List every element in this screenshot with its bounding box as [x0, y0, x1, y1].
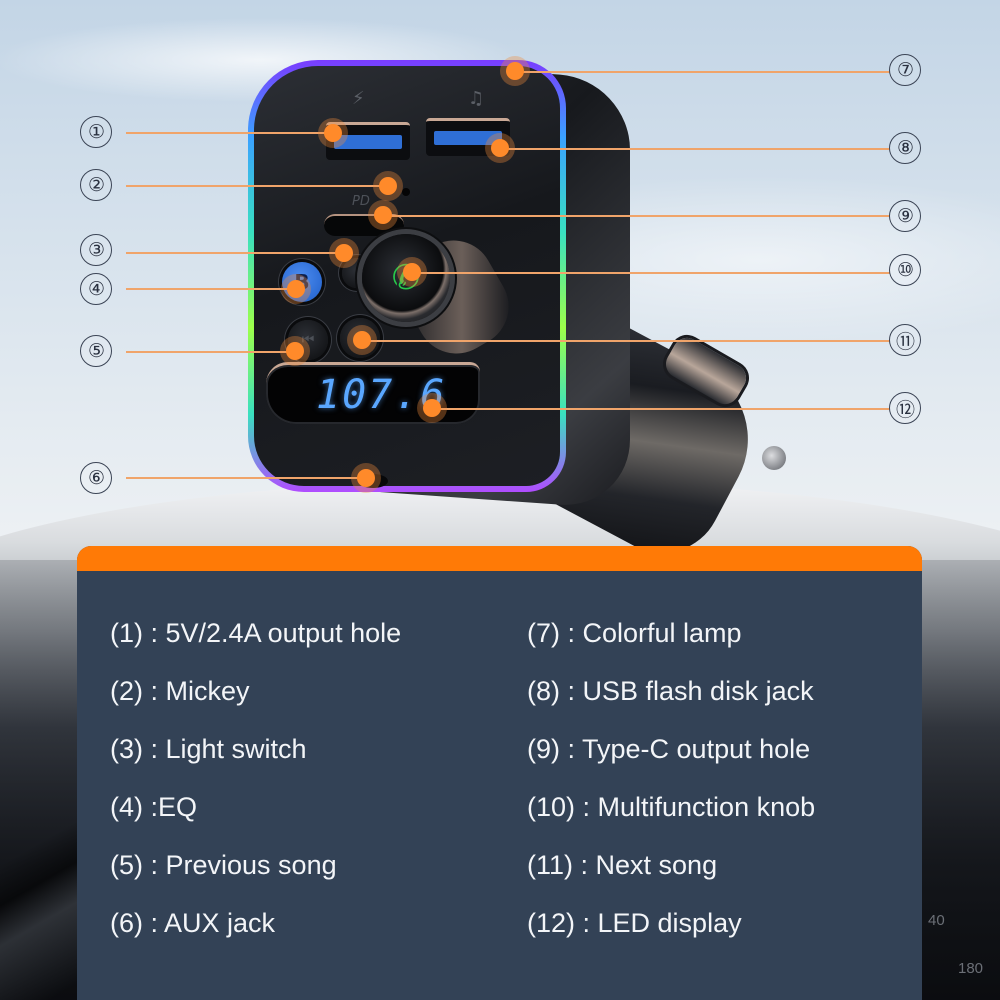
callout-dot-10: [403, 263, 421, 281]
pd-label: PD: [352, 194, 370, 209]
gauge-number-40: 40: [928, 912, 945, 929]
callout-line-5: [126, 351, 296, 353]
legend-item-6: (6) : AUX jack: [110, 908, 276, 938]
legend-column-left: (1) : 5V/2.4A output hole (2) : Mickey (…: [110, 620, 401, 984]
type-c-port: [324, 214, 404, 236]
callout-number-8: ⑧: [889, 132, 921, 164]
callout-line-12: [432, 408, 890, 410]
callout-line-3: [126, 252, 344, 254]
callout-dot-8: [491, 139, 509, 157]
legend-panel: (1) : 5V/2.4A output hole (2) : Mickey (…: [77, 546, 922, 1000]
lightning-icon: ⚡: [352, 88, 365, 109]
callout-number-12: ⑫: [889, 392, 921, 424]
legend-item-4: (4) :EQ: [110, 792, 198, 822]
callout-line-9: [383, 215, 890, 217]
legend-item-12: (12) : LED display: [527, 908, 742, 938]
plug-tip-contact: [762, 446, 786, 470]
legend-item-1: (1) : 5V/2.4A output hole: [110, 618, 402, 648]
callout-line-10: [412, 272, 890, 274]
legend-item-10: (10) : Multifunction knob: [527, 792, 816, 822]
legend-header-bar: [77, 546, 922, 571]
callout-number-6: ⑥: [80, 462, 112, 494]
legend-item-9: (9) : Type-C output hole: [527, 734, 811, 764]
callout-line-6: [126, 477, 366, 479]
callout-number-3: ③: [80, 234, 112, 266]
gauge-number-180: 180: [958, 960, 984, 977]
legend-item-7: (7) : Colorful lamp: [527, 618, 742, 648]
car-fm-transmitter: ⚡ ♫ PD B ✆ ⏮ ⏭ 107.6: [248, 56, 786, 574]
callout-dot-4: [287, 280, 305, 298]
legend-item-8: (8) : USB flash disk jack: [527, 676, 814, 706]
callout-number-7: ⑦: [889, 54, 921, 86]
callout-number-1: ①: [80, 116, 112, 148]
callout-number-10: ⑩: [889, 254, 921, 286]
microphone-hole: [402, 188, 410, 196]
callout-number-5: ⑤: [80, 335, 112, 367]
led-display: 107.6: [266, 362, 480, 424]
callout-line-11: [362, 340, 890, 342]
callout-dot-11: [353, 331, 371, 349]
callout-dot-5: [286, 342, 304, 360]
legend-column-right: (7) : Colorful lamp (8) : USB flash disk…: [527, 620, 816, 984]
callout-dot-3: [335, 244, 353, 262]
previous-song-button[interactable]: ⏮: [288, 320, 328, 360]
legend-item-2: (2) : Mickey: [110, 676, 250, 706]
callout-dot-9: [374, 206, 392, 224]
callout-dot-1: [324, 124, 342, 142]
callout-number-4: ④: [80, 273, 112, 305]
callout-line-2: [126, 185, 388, 187]
callout-line-7: [515, 71, 890, 73]
legend-item-5: (5) : Previous song: [110, 850, 337, 880]
callout-number-11: ⑪: [889, 324, 921, 356]
callout-dot-12: [423, 399, 441, 417]
callout-dot-2: [379, 177, 397, 195]
usb-port-music: [426, 118, 510, 156]
callout-line-1: [126, 132, 332, 134]
callout-line-4: [126, 288, 296, 290]
rewind-icon: ⏮: [301, 332, 315, 348]
music-note-icon: ♫: [468, 88, 485, 109]
callout-dot-6: [357, 469, 375, 487]
callout-number-2: ②: [80, 169, 112, 201]
legend-item-3: (3) : Light switch: [110, 734, 307, 764]
callout-number-9: ⑨: [889, 200, 921, 232]
callout-dot-7: [506, 62, 524, 80]
legend-item-11: (11) : Next song: [527, 850, 718, 880]
callout-line-8: [500, 148, 890, 150]
